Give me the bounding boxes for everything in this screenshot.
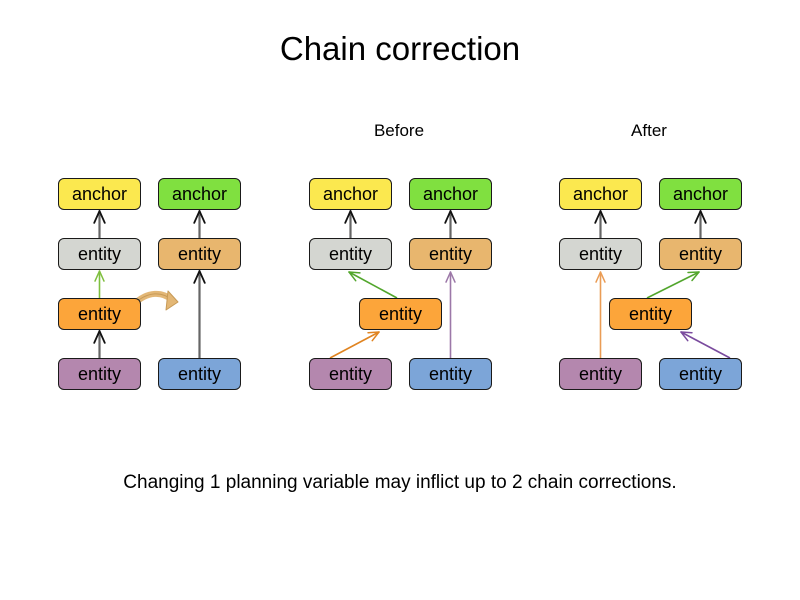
node-p2-entity-orange[interactable]: entity (359, 298, 442, 330)
node-p1-entity-purple[interactable]: entity (58, 358, 141, 390)
node-p3-entity-grey[interactable]: entity (559, 238, 642, 270)
node-p1-entity-tan[interactable]: entity (158, 238, 241, 270)
edge-p1-entity-orange-to-p1-entity-grey (94, 270, 105, 298)
node-p1-entity-blue[interactable]: entity (158, 358, 241, 390)
node-p1-anchor-right[interactable]: anchor (158, 178, 241, 210)
node-p3-entity-purple[interactable]: entity (559, 358, 642, 390)
edge-p2-entity-purple-to-p2-entity-orange (329, 331, 380, 359)
node-p2-anchor-left[interactable]: anchor (309, 178, 392, 210)
panel-label-after: After (631, 121, 667, 140)
panel-label-before: Before (373, 121, 425, 140)
node-p1-entity-orange[interactable]: entity (58, 298, 141, 330)
slide-caption: Changing 1 planning variable may inflict… (123, 472, 677, 493)
edge-p1-entity-blue-to-p1-entity-tan (193, 270, 206, 358)
edge-p3-entity-purple-to-p3-entity-grey (595, 271, 606, 358)
node-p1-anchor-left[interactable]: anchor (58, 178, 141, 210)
node-p3-entity-tan[interactable]: entity (659, 238, 742, 270)
node-p2-entity-tan[interactable]: entity (409, 238, 492, 270)
edge-p3-entity-orange-to-p3-entity-tan (646, 271, 700, 299)
edge-p2-entity-blue-to-p2-entity-tan (445, 271, 456, 358)
edge-p2-entity-tan-to-p2-anchor-right (444, 210, 457, 238)
node-p3-entity-orange[interactable]: entity (609, 298, 692, 330)
node-p2-entity-grey[interactable]: entity (309, 238, 392, 270)
edge-p2-entity-orange-to-p2-entity-grey (348, 271, 398, 299)
edge-p1-entity-purple-to-p1-entity-orange (93, 330, 106, 358)
node-p3-anchor-left[interactable]: anchor (559, 178, 642, 210)
node-p2-entity-blue[interactable]: entity (409, 358, 492, 390)
edge-p1-entity-tan-to-p1-anchor-right (193, 210, 206, 238)
edge-group (93, 210, 731, 359)
node-p3-entity-blue[interactable]: entity (659, 358, 742, 390)
node-p2-anchor-right[interactable]: anchor (409, 178, 492, 210)
edge-p3-entity-grey-to-p3-anchor-left (594, 210, 607, 238)
page-title: Chain correction (279, 30, 521, 67)
node-p3-anchor-right[interactable]: anchor (659, 178, 742, 210)
edge-p2-entity-grey-to-p2-anchor-left (344, 210, 357, 238)
node-p1-entity-grey[interactable]: entity (58, 238, 141, 270)
edge-p3-entity-blue-to-p3-entity-orange (680, 331, 731, 359)
node-p2-entity-purple[interactable]: entity (309, 358, 392, 390)
edge-p1-entity-grey-to-p1-anchor-left (93, 210, 106, 238)
edge-p3-entity-tan-to-p3-anchor-right (694, 210, 707, 238)
